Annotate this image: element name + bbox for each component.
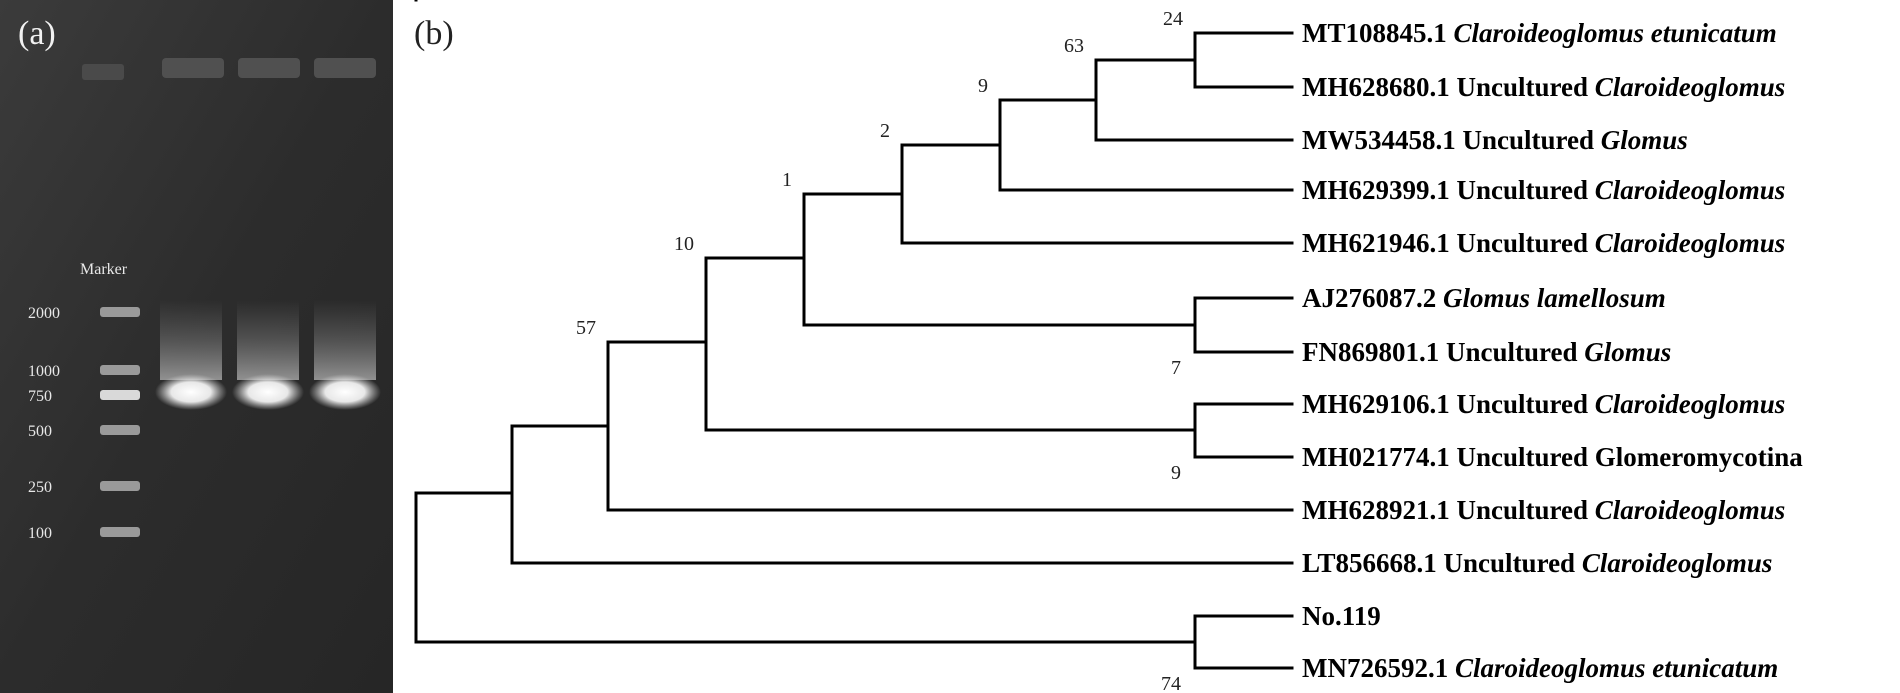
bootstrap-value: 24 [1163,8,1183,30]
bootstrap-value: 2 [880,120,890,142]
pcr-band [155,374,227,410]
tree-leaf-label: MH628921.1 Uncultured Claroideoglomus [1302,495,1785,525]
pcr-band [232,374,304,410]
tree-leaf-label: MW534458.1 Uncultured Glomus [1302,125,1688,155]
marker-size-label: 1000 [28,363,60,380]
gel-well [238,58,300,78]
marker-band [100,390,140,400]
gel-panel: (a) Marker 2000 1000 750 500 250 100 [0,0,393,693]
marker-size-label: 500 [28,423,52,440]
bootstrap-value: 1 [782,169,792,191]
gel-well [314,58,376,78]
tree-leaf-label: MH629399.1 Uncultured Claroideoglomus [1302,175,1785,205]
bootstrap-value: 57 [576,317,596,339]
panel-b-label: (b) [414,15,454,52]
marker-size-label: 100 [28,525,52,542]
bootstrap-value: 7 [1171,357,1181,379]
tree-leaf-label: AJ276087.2 Glomus lamellosum [1302,283,1666,313]
tree-leaf-label: MN726592.1 Claroideoglomus etunicatum [1302,653,1778,683]
marker-band [100,481,140,491]
tree-leaf-label: LT856668.1 Uncultured Claroideoglomus [1302,548,1772,578]
marker-size-label: 750 [28,388,52,405]
marker-band [100,425,140,435]
lane-smear [237,300,299,380]
pcr-band [309,374,381,410]
tree-leaf-label: MH629106.1 Uncultured Claroideoglomus [1302,389,1785,419]
bootstrap-value: 74 [1161,673,1181,693]
tree-leaf-labels: MT108845.1 Claroideoglomus etunicatumMH6… [1302,18,1803,683]
tree-leaf-label: MH621946.1 Uncultured Claroideoglomus [1302,228,1785,258]
gel-well [162,58,224,78]
marker-title: Marker [80,261,128,278]
tree-leaf-label: MH021774.1 Uncultured Glomeromycotina [1302,442,1803,472]
tree-leaf-label: FN869801.1 Uncultured Glomus [1302,337,1671,367]
tree-branches [414,0,1294,670]
marker-size-label: 2000 [28,305,60,322]
tree-leaf-label: No.119 [1302,601,1381,631]
lane-smear [314,300,376,380]
sample-lane-3 [309,300,381,410]
bootstrap-value: 9 [1171,462,1181,484]
marker-band [100,307,140,317]
lane-smear [160,300,222,380]
marker-ladder [100,307,140,537]
bootstrap-value: 9 [978,75,988,97]
bootstrap-value: 10 [674,233,694,255]
bootstrap-values: 24 63 9 2 7 1 9 10 57 74 [576,8,1183,693]
panel-a-label: (a) [18,15,56,52]
tree-leaf-label: MT108845.1 Claroideoglomus etunicatum [1302,18,1777,48]
tree-leaf-label: MH628680.1 Uncultured Claroideoglomus [1302,72,1785,102]
marker-size-label: 250 [28,479,52,496]
marker-band [100,365,140,375]
sample-lane-2 [232,300,304,410]
marker-band [100,527,140,537]
gel-well [82,64,124,80]
marker-size-labels: 2000 1000 750 500 250 100 [28,305,60,542]
bootstrap-value: 63 [1064,35,1084,57]
sample-lane-1 [155,300,227,410]
